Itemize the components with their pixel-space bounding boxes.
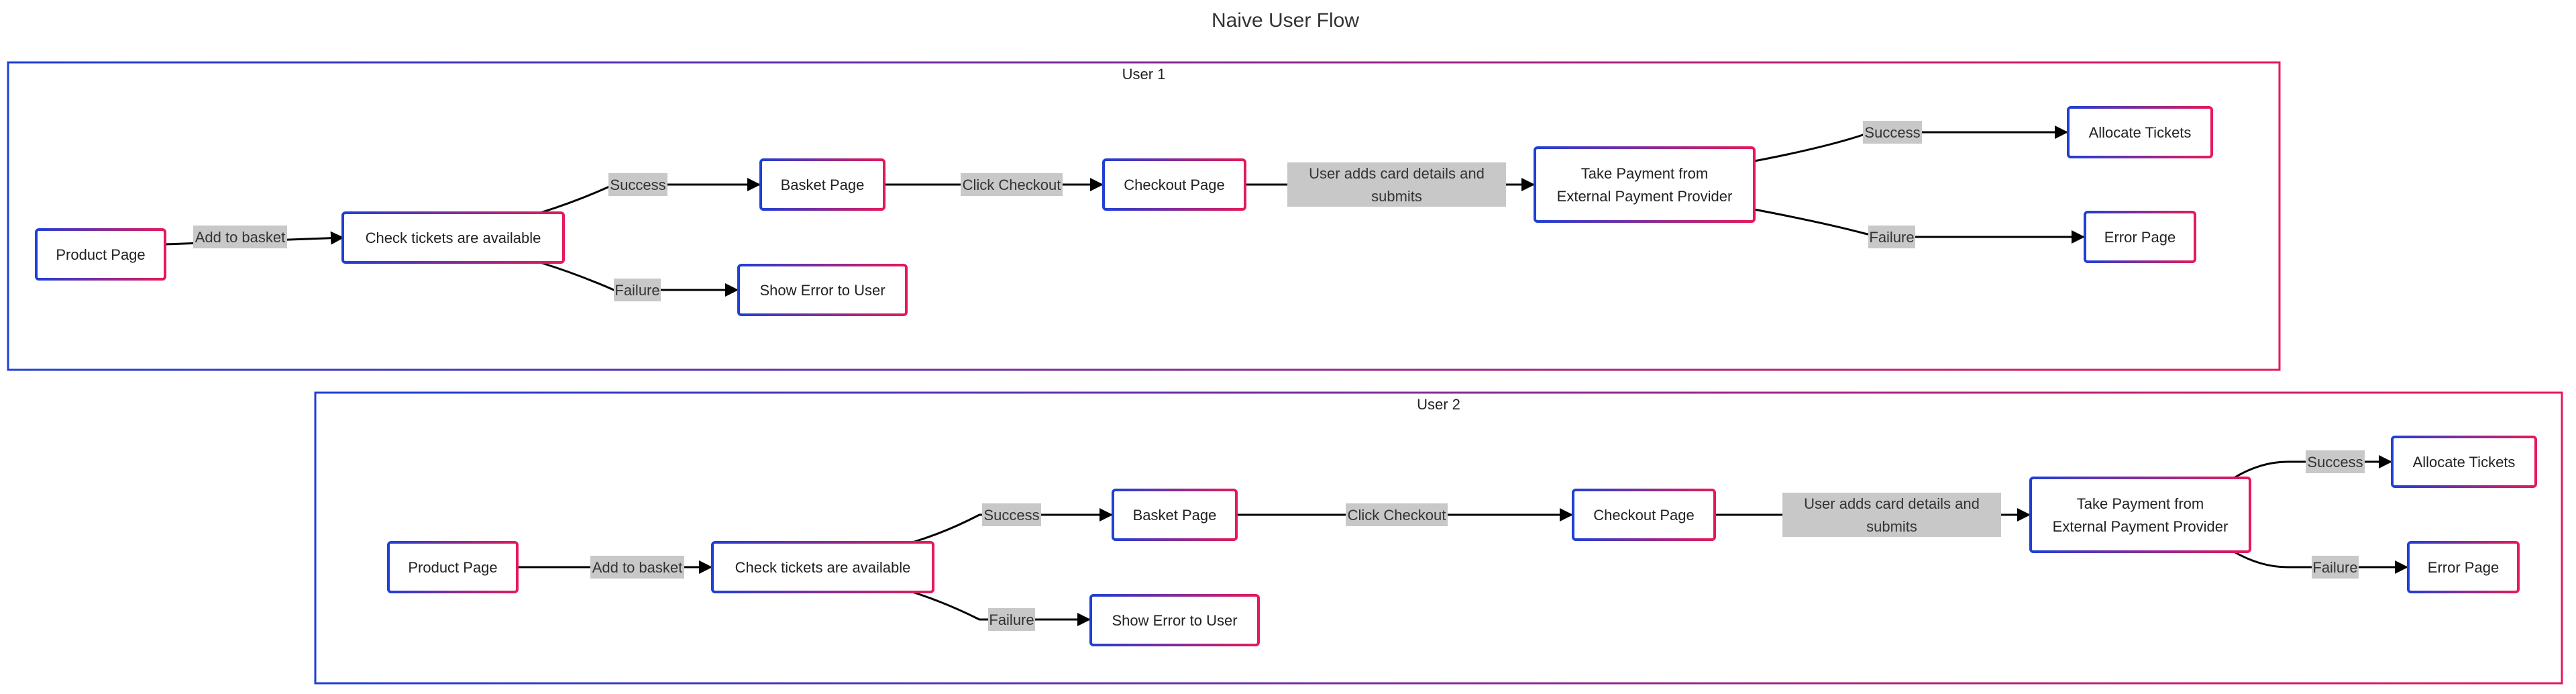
node-box[interactable] [341,211,565,264]
edge-label-failure1: Failure [989,611,1034,628]
node-box[interactable] [759,158,885,211]
diagram-title: Naive User Flow [1212,9,1359,32]
edge-label-success2: Success [1864,124,1920,141]
node-box[interactable] [1572,489,1716,541]
node-box[interactable] [1089,594,1260,646]
group-frame-user-1 [7,61,2281,371]
edge-failure2 [2233,550,2408,574]
node-box[interactable] [35,228,166,281]
edge-label-success2: Success [2307,454,2363,470]
node-product[interactable]: Product Page [387,541,519,593]
edge-label-bg [1868,226,1915,248]
edge-label-bg [193,226,287,248]
node-error[interactable]: Error Page [2084,211,2196,263]
node-label: Product Page [408,559,497,576]
edge-label-card-details: User adds card details and [1309,165,1485,182]
node-box[interactable] [711,541,934,593]
node-label: Error Page [2104,229,2176,246]
node-show-error[interactable]: Show Error to User [1089,594,1260,646]
edge-label-click-checkout: Click Checkout [963,177,1061,193]
node-label: Allocate Tickets [2089,124,2192,141]
edge-label-card-details: User adds card details and [1804,495,1980,512]
node-label: Product Page [56,246,145,263]
node-label: External Payment Provider [1557,188,1733,205]
node-label: Basket Page [781,177,865,193]
node-label: Checkout Page [1124,177,1224,193]
edge-success2 [2233,455,2392,479]
node-allocate[interactable]: Allocate Tickets [2391,436,2537,488]
edge-label-bg [982,503,1041,526]
edge-label-click-checkout: Click Checkout [1348,507,1446,524]
edge-label-bg [608,173,667,196]
node-basket[interactable]: Basket Page [1112,489,1238,541]
group-label: User 2 [1417,396,1460,413]
edge-label-bg [1782,493,2001,537]
node-box[interactable] [1112,489,1238,541]
edge-label-bg [614,279,661,301]
node-box[interactable] [2029,477,2251,553]
edge-label-bg [1287,162,1506,207]
node-product[interactable]: Product Page [35,228,166,281]
node-label: Show Error to User [759,282,885,299]
node-check[interactable]: Check tickets are available [711,541,934,593]
node-box[interactable] [2084,211,2196,263]
edge-label-add-to-basket: Add to basket [592,559,683,576]
edge-label-bg [2306,450,2365,473]
node-allocate[interactable]: Allocate Tickets [2067,106,2213,158]
edge-label-bg [2312,556,2359,579]
edge-label-bg [1863,121,1922,144]
node-label: Checkout Page [1593,507,1694,524]
edge-label-success1: Success [610,177,665,193]
node-box[interactable] [387,541,519,593]
edge-label-card-details: submits [1866,518,1917,535]
edge-label-failure2: Failure [1869,229,1914,246]
edge-label-add-to-basket: Add to basket [195,229,286,246]
edge-label-card-details: submits [1371,188,1422,205]
node-label: Show Error to User [1112,612,1237,629]
node-basket[interactable]: Basket Page [759,158,885,211]
node-label: Check tickets are available [366,230,541,246]
node-checkout[interactable]: Checkout Page [1102,158,1246,211]
edge-label-failure2: Failure [2312,559,2357,576]
node-box[interactable] [1534,146,1756,223]
group-label: User 1 [1122,66,1166,83]
edge-failure2 [1754,208,2085,244]
edge-label-bg [1346,503,1448,526]
edge-failure1 [539,261,739,297]
edge-label-bg [590,556,684,579]
node-box[interactable] [2391,436,2537,488]
edge-failure1 [912,591,1091,626]
node-label: Take Payment from [1581,165,1709,182]
edge-label-bg [961,173,1063,196]
node-label: Basket Page [1133,507,1217,524]
node-check[interactable]: Check tickets are available [341,211,565,264]
edge-label-success1: Success [983,507,1039,524]
node-box[interactable] [2067,106,2213,158]
node-label: Take Payment from [2077,495,2204,512]
edge-success1 [912,508,1113,544]
node-label: Check tickets are available [735,559,911,576]
edge-label-bg [988,608,1035,631]
group-frame-user-2 [314,391,2563,685]
node-box[interactable] [2407,541,2520,593]
node-box[interactable] [737,264,908,316]
node-box[interactable] [1102,158,1246,211]
node-show-error[interactable]: Show Error to User [737,264,908,316]
node-error[interactable]: Error Page [2407,541,2520,593]
edge-label-failure1: Failure [614,282,659,299]
node-checkout[interactable]: Checkout Page [1572,489,1716,541]
groups-layer: User 1 User 2 [7,61,2563,685]
node-label: Allocate Tickets [2413,454,2516,470]
node-label: External Payment Provider [2053,518,2229,535]
node-label: Error Page [2428,559,2499,576]
